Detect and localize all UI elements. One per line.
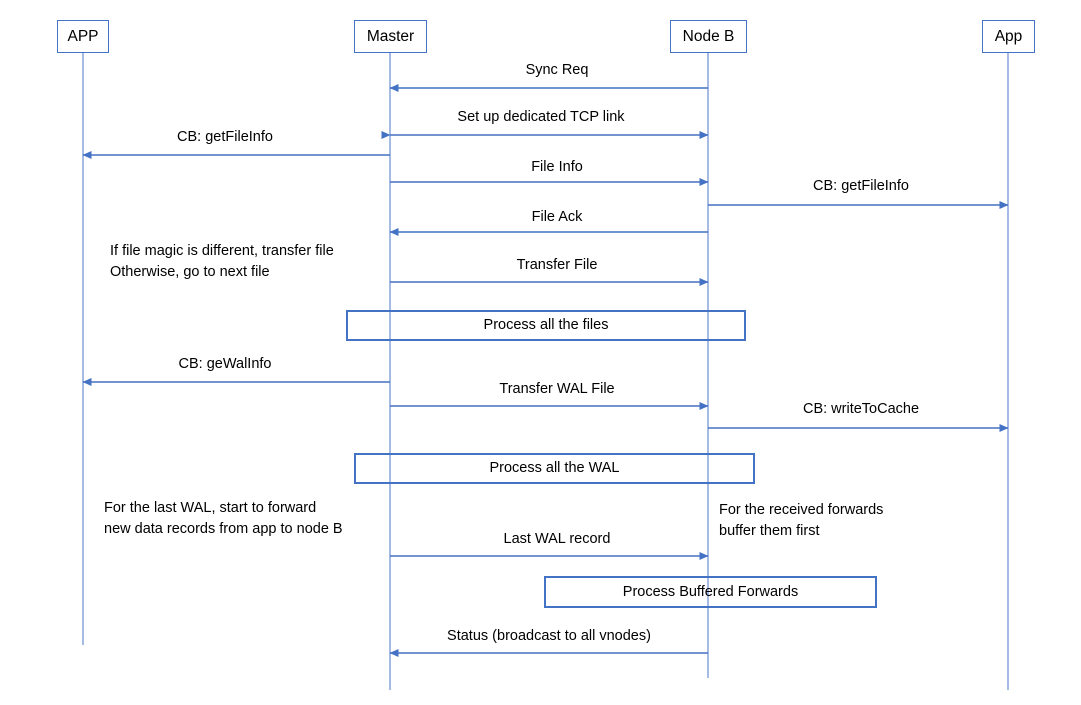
process-box-label: Process all the files [483,317,609,334]
participant-label: App [994,27,1023,45]
note-buffer-first: For the received forwards buffer them fi… [719,502,884,540]
message-label-setup-tcp: Set up dedicated TCP link [457,109,625,125]
process-box-process-buffered-fwd[interactable]: Process Buffered Forwards [544,576,877,608]
process-box-process-all-wal[interactable]: Process all the WAL [354,453,755,484]
participant-label: APP [67,27,99,45]
participant-label: Node B [682,27,735,45]
process-box-label: Process all the WAL [489,460,620,477]
message-label-last-wal-record: Last WAL record [503,531,611,547]
message-label-file-info: File Info [531,159,583,175]
process-box-process-all-files[interactable]: Process all the files [346,310,746,341]
message-label-cb-getfileinfo-1: CB: getFileInfo [177,129,273,145]
message-label-transfer-wal: Transfer WAL File [499,381,615,397]
participant-app_left[interactable]: APP [57,20,109,53]
message-label-cb-getfileinfo-2: CB: getFileInfo [813,178,909,194]
process-box-label: Process Buffered Forwards [622,583,799,600]
participant-node_b[interactable]: Node B [670,20,747,53]
message-label-sync-req: Sync Req [525,62,589,78]
note-file-magic: If file magic is different, transfer fil… [110,243,334,281]
note-last-wal: For the last WAL, start to forward new d… [104,500,343,538]
participant-label: Master [366,27,415,45]
message-label-cb-gewalinfo: CB: geWalInfo [178,356,272,372]
message-label-cb-writetocache: CB: writeToCache [802,401,920,417]
participant-app_right[interactable]: App [982,20,1035,53]
message-label-file-ack: File Ack [531,209,583,225]
participant-master[interactable]: Master [354,20,427,53]
message-label-status: Status (broadcast to all vnodes) [447,628,651,644]
message-label-transfer-file: Transfer File [516,257,598,273]
